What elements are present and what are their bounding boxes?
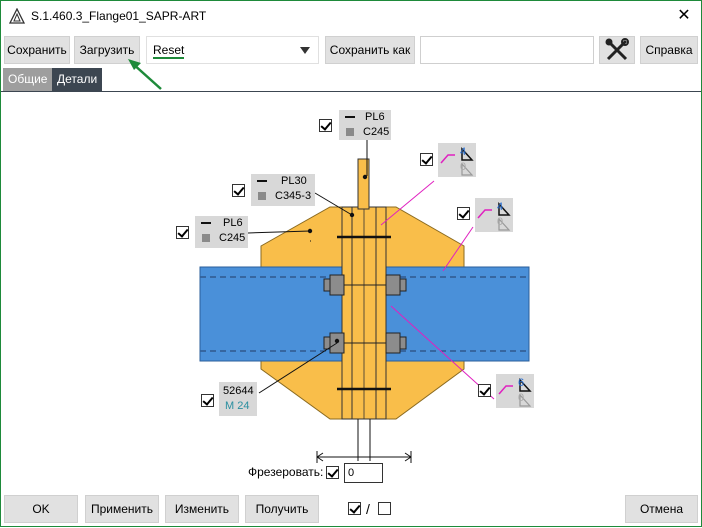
plate-top-label: PL6 С245 [339, 110, 391, 140]
help-button[interactable]: Справка [640, 36, 698, 64]
milling-input[interactable]: 0 [344, 463, 383, 483]
bolt-checkbox[interactable] [201, 394, 214, 407]
save-as-button[interactable]: Сохранить как [325, 36, 415, 64]
get-button[interactable]: Получить [245, 495, 319, 523]
weld-size-bottom: 0 [497, 216, 504, 228]
weld-symbol-icon [498, 378, 532, 407]
plate-steel: С245 [363, 126, 390, 138]
title-bar: S.1.460.3_Flange01_SAPR-ART ✕ [1, 1, 701, 31]
tools-button[interactable] [599, 36, 635, 64]
save-as-name-input[interactable] [420, 36, 594, 64]
weld-size-bottom: 0 [518, 392, 525, 404]
plate-mid-label: PL30 С345-3 [251, 174, 315, 206]
tab-general[interactable]: Общие [3, 68, 53, 91]
weld-symbol-icon [477, 202, 511, 231]
load-button[interactable]: Загрузить [74, 36, 140, 64]
section-icon [345, 116, 355, 118]
bolt-size: М 24 [225, 400, 250, 412]
weld-2-checkbox[interactable] [457, 207, 470, 220]
weld-2-label: 4 0 [475, 198, 513, 232]
plate-top-checkbox[interactable] [319, 119, 332, 132]
bolt-upper [323, 274, 407, 296]
green-arrow-icon [128, 59, 162, 90]
check-separator: / [366, 501, 370, 517]
plate-left-label: PL6 С245 [195, 216, 248, 248]
weld-3-label: 6 0 [496, 374, 534, 408]
milling-label: Фрезеровать: [248, 465, 324, 479]
change-button[interactable]: Изменить [165, 495, 239, 523]
plate-name: PL30 [281, 175, 307, 187]
weld-1-checkbox[interactable] [420, 153, 433, 166]
weld-3-checkbox[interactable] [478, 384, 491, 397]
plate-name: PL6 [223, 217, 243, 229]
material-icon [346, 128, 354, 136]
close-icon: ✕ [677, 7, 691, 24]
material-icon [202, 234, 210, 242]
tools-icon [605, 38, 629, 61]
plate-name: PL6 [365, 111, 385, 123]
milling-checkbox[interactable] [326, 466, 339, 479]
cancel-button[interactable]: Отмена [625, 495, 698, 523]
plate-steel: С345-3 [275, 190, 312, 202]
section-icon [257, 180, 267, 182]
material-icon [258, 192, 266, 200]
uncheck-all-checkbox[interactable] [378, 502, 391, 515]
weld-size-bottom: 0 [460, 161, 467, 173]
weld-size-top: 4 [497, 201, 504, 213]
save-button[interactable]: Сохранить [4, 36, 70, 64]
chevron-down-icon [300, 47, 310, 54]
close-button[interactable]: ✕ [673, 5, 695, 27]
preset-dropdown[interactable]: Reset [146, 36, 319, 64]
details-panel [1, 91, 701, 491]
ok-button[interactable]: OK [4, 495, 78, 523]
window-title: S.1.460.3_Flange01_SAPR-ART [31, 9, 207, 23]
plate-left-checkbox[interactable] [176, 226, 189, 239]
section-icon [201, 222, 211, 224]
weld-symbol-icon [440, 147, 474, 176]
plate-mid-checkbox[interactable] [232, 184, 245, 197]
apply-button[interactable]: Применить [85, 495, 159, 523]
bolt-code: 52644 [223, 385, 254, 397]
top-rib-plate [357, 158, 370, 210]
bolt-label: 52644 М 24 [219, 382, 257, 416]
weld-size-top: 4 [460, 146, 467, 158]
plate-steel: С245 [219, 232, 246, 244]
tab-details[interactable]: Детали [52, 68, 103, 91]
app-logo-icon [9, 8, 25, 24]
check-all-checkbox[interactable] [348, 502, 361, 515]
weld-1-label: 4 0 [438, 143, 476, 177]
weld-size-top: 6 [518, 377, 525, 389]
preset-value: Reset [153, 43, 185, 59]
